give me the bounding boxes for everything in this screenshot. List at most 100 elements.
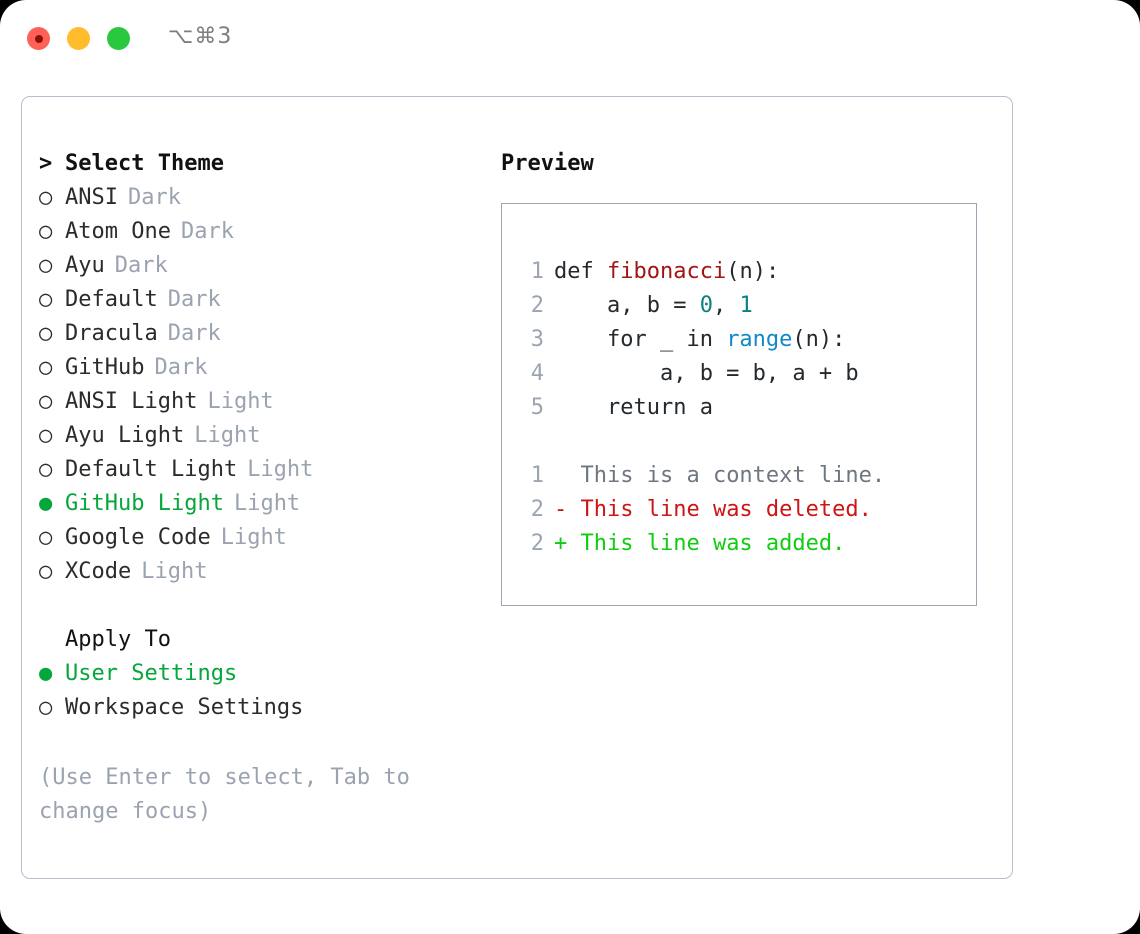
radio-unselected-icon[interactable]: ○ [39, 423, 53, 448]
theme-category-label: Dark [167, 287, 221, 312]
code-line-number: 5 [530, 395, 544, 420]
diff-line-number: 2 [530, 531, 544, 556]
apply-to-option-label: User Settings [65, 661, 238, 686]
theme-name-label: Default Light [65, 457, 238, 482]
theme-name-label: Google Code [65, 525, 211, 550]
theme-name-label: XCode [65, 559, 132, 584]
diff-text: This is a context line. [567, 463, 886, 488]
radio-selected-icon[interactable]: ● [39, 661, 53, 686]
theme-category-label: Dark [114, 253, 168, 278]
code-line: 2 a, b = 0, 1 [522, 289, 968, 323]
apply-to-option[interactable]: ○Workspace Settings [39, 691, 479, 725]
code-line-number: 3 [530, 327, 544, 352]
radio-unselected-icon[interactable]: ○ [39, 525, 53, 550]
code-line-number: 4 [530, 361, 544, 386]
diff-line-number: 2 [530, 497, 544, 522]
keyboard-hint-text: (Use Enter to select, Tab to change focu… [39, 765, 410, 824]
radio-unselected-icon[interactable]: ○ [39, 389, 53, 414]
code-line-number: 1 [530, 259, 544, 284]
theme-category-label: Light [233, 491, 301, 516]
maximize-traffic-light-icon[interactable] [107, 27, 130, 50]
theme-list-item[interactable]: ○ Atom One Dark [39, 215, 479, 249]
apply-to-list: ● User Settings ○Workspace Settings [39, 657, 479, 725]
radio-unselected-icon[interactable]: ○ [39, 695, 53, 720]
diff-line: 2- This line was deleted. [522, 493, 968, 527]
code-line: 4 a, b = b, a + b [522, 357, 968, 391]
diff-sample-block: 1 This is a context line.2- This line wa… [522, 459, 968, 561]
diff-line-number: 1 [530, 463, 544, 488]
theme-list-item[interactable]: ○ XCode Light [39, 555, 479, 589]
diff-line: 1 This is a context line. [522, 459, 968, 493]
radio-selected-icon[interactable]: ● [39, 491, 53, 516]
radio-unselected-icon[interactable]: ○ [39, 185, 53, 210]
apply-to-option[interactable]: ● User Settings [39, 657, 479, 691]
theme-category-label: Light [141, 559, 208, 584]
focus-caret-icon: > [39, 151, 53, 176]
theme-category-label: Light [194, 423, 261, 448]
theme-list-item[interactable]: ○ Default Light Light [39, 453, 479, 487]
diff-text: This line was deleted. [567, 497, 872, 522]
radio-unselected-icon[interactable]: ○ [39, 287, 53, 312]
radio-unselected-icon[interactable]: ○ [39, 219, 53, 244]
theme-list-item[interactable]: ○ ANSI Dark [39, 181, 479, 215]
title-bar: ⌥⌘3 [0, 0, 1140, 78]
code-line: 5 return a [522, 391, 968, 425]
code-token-num: 1 [739, 293, 753, 318]
hint-spacer [39, 725, 479, 759]
code-token-plain: for _ in [554, 327, 727, 352]
code-token-plain: a, b = b, a + b [554, 361, 859, 386]
minimize-traffic-light-icon[interactable] [67, 27, 90, 50]
theme-category-label: Dark [180, 219, 234, 244]
theme-list-item[interactable]: ○ Ayu Dark [39, 249, 479, 283]
theme-category-label: Dark [154, 355, 208, 380]
radio-unselected-icon[interactable]: ○ [39, 321, 53, 346]
theme-category-label: Light [207, 389, 274, 414]
theme-category-label: Light [247, 457, 314, 482]
code-token-func: fibonacci [606, 259, 727, 284]
theme-picker-header: >Select Theme [39, 147, 479, 181]
theme-category-label: Dark [167, 321, 221, 346]
code-token-plain: (n): [726, 259, 780, 284]
theme-category-label: Light [220, 525, 287, 550]
theme-list-item[interactable]: ○ Dracula Dark [39, 317, 479, 351]
close-traffic-light-icon[interactable] [27, 27, 50, 50]
keyboard-shortcut-label: ⌥⌘3 [168, 24, 233, 49]
theme-name-label: GitHub [65, 355, 145, 380]
code-token-plain: return a [554, 395, 713, 420]
code-token-builtin: range [726, 327, 793, 352]
theme-list-item[interactable]: ○ Google Code Light [39, 521, 479, 555]
spacer-bullet-icon: ○ [39, 623, 65, 657]
theme-name-label: Dracula [65, 321, 158, 346]
diff-text: This line was added. [567, 531, 846, 556]
theme-name-label: ANSI [65, 185, 118, 210]
code-token-plain: a, b = [554, 293, 700, 318]
theme-name-label: Ayu [65, 253, 105, 278]
apply-to-title: Apply To [65, 627, 171, 652]
radio-unselected-icon[interactable]: ○ [39, 355, 53, 380]
code-token-num: 0 [699, 293, 713, 318]
code-diff-spacer [522, 425, 968, 459]
apply-to-section-title-row: ○Apply To [39, 623, 479, 657]
radio-unselected-icon[interactable]: ○ [39, 559, 53, 584]
theme-name-label: Default [65, 287, 158, 312]
radio-unselected-icon[interactable]: ○ [39, 253, 53, 278]
code-line-number: 2 [530, 293, 544, 318]
theme-name-label: Atom One [65, 219, 171, 244]
theme-list-item[interactable]: ○ GitHub Dark [39, 351, 479, 385]
diff-marker [554, 463, 567, 488]
radio-unselected-icon[interactable]: ○ [39, 457, 53, 482]
theme-category-label: Dark [127, 185, 181, 210]
list-spacer [39, 589, 479, 623]
diff-marker: + [554, 531, 568, 556]
theme-list-item[interactable]: ○ Default Dark [39, 283, 479, 317]
diff-line: 2 + This line was added. [522, 527, 968, 561]
